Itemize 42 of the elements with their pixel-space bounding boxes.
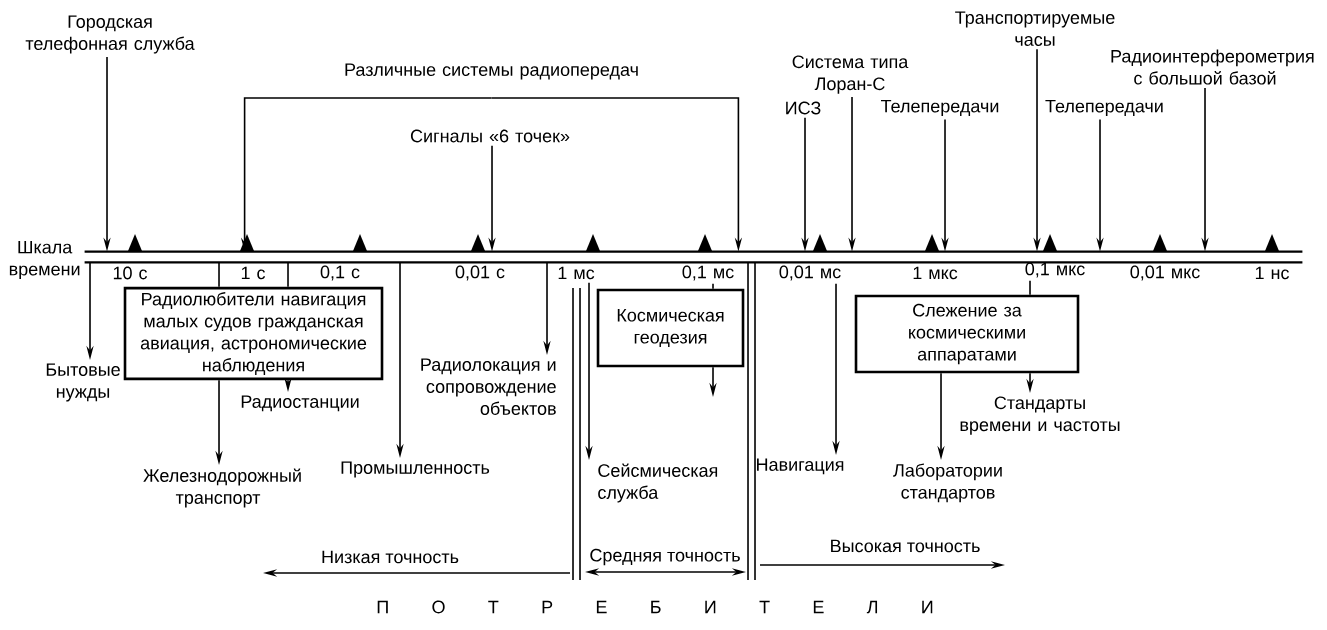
- text-box: Радиолюбители навигация малых судов гражданская авиация, астрономические наблюдения: [123, 286, 384, 381]
- label-text: Навигация: [757, 458, 844, 475]
- label-text: Бытовые нужды: [46, 363, 120, 402]
- text-box: Слежение за космическими аппаратами: [854, 294, 1080, 374]
- label-text: Городская телефонная служба: [25, 15, 195, 54]
- range-label: Низкая точность: [322, 550, 459, 564]
- label-text: Телепередачи: [1045, 99, 1163, 117]
- tick-label: 0,01 мкс: [1130, 265, 1200, 281]
- label-text: 0,1 мс: [682, 265, 734, 281]
- connector-line: [218, 261, 220, 288]
- label-text: 1 мс: [558, 266, 595, 280]
- label-text: Система типа Лоран-С: [792, 55, 909, 94]
- time-axis: [84, 250, 1303, 264]
- label-text: Различные системы радиопередач: [345, 63, 638, 80]
- label-text: Стандарты времени и частоты: [960, 396, 1120, 435]
- label-text: Лаборатории стандартов: [893, 463, 1002, 503]
- range-label: Средняя точность: [590, 548, 740, 566]
- range-label: Высокая точность: [831, 539, 980, 553]
- tick-label: 1 нс: [1255, 266, 1289, 280]
- label-text: Радиостанции: [241, 395, 359, 412]
- label-text: Железнодорожный транспорт: [143, 468, 301, 508]
- label-text: Радиолокация и сопровождение объектов: [421, 358, 556, 415]
- label-text: ИСЗ: [786, 101, 821, 115]
- label-text: Радиоинтерферометрия с большой базой: [1111, 49, 1314, 85]
- text-box: Космическая геодезия: [596, 288, 745, 368]
- label-text: Промышленность: [341, 461, 490, 478]
- tick-label: 0,1 с: [320, 265, 360, 281]
- tick-label: 1 мкс: [913, 266, 958, 280]
- axis-label: Шкала времени: [9, 240, 80, 280]
- tick-label: 0,01 с: [455, 265, 505, 281]
- tick-label: 1 с: [241, 266, 266, 280]
- connector-line: [1029, 280, 1031, 296]
- tick-label: 10 с: [113, 266, 148, 280]
- connector-line: [712, 283, 714, 290]
- label-text: Сейсмическая служба: [598, 463, 718, 503]
- heading-text: П О Т Р Е Б И Т Е Л И: [377, 600, 933, 614]
- label-text: Транспортируемые часы: [955, 11, 1115, 46]
- label-text: Телепередачи: [881, 99, 999, 117]
- connector-line: [287, 261, 289, 288]
- label-text: 0,1 мкс: [1025, 262, 1085, 278]
- label-text: 0,01 мс: [779, 265, 841, 281]
- label-text: Сигналы «6 точек»: [410, 129, 570, 143]
